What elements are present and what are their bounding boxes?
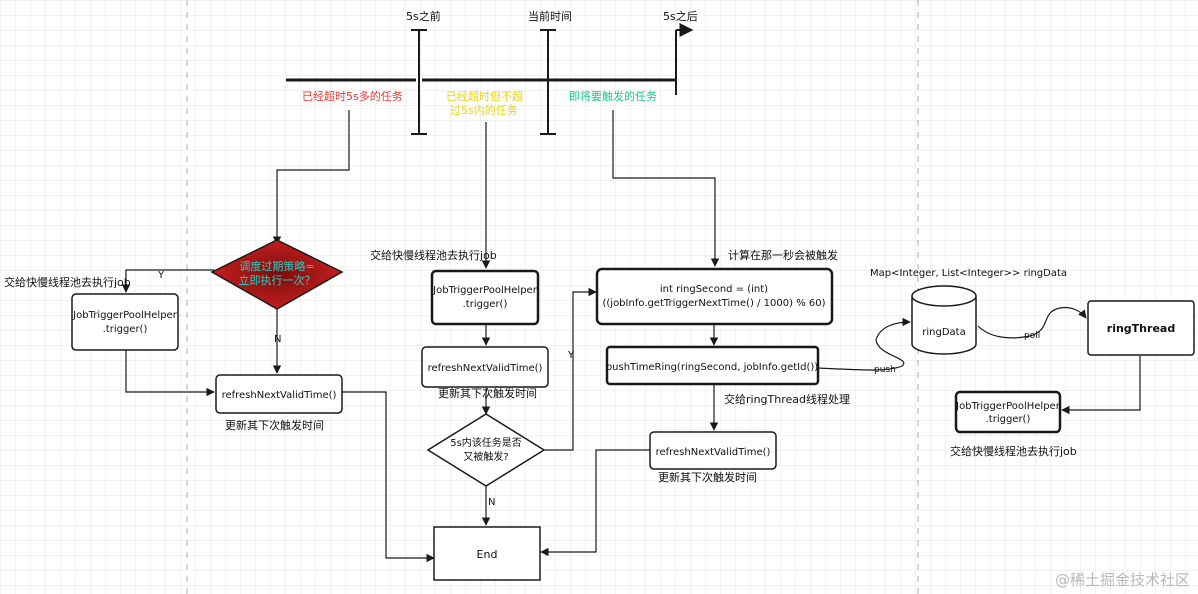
tick-label-now: 当前时间 — [528, 9, 572, 23]
decision-text: 5s内该任务是否 — [450, 436, 522, 449]
zone-recent-label: 已经超时但不超 — [446, 89, 523, 103]
decision-text: 立即执行一次？ — [239, 273, 316, 287]
tick-label-before: 5s之前 — [406, 9, 441, 23]
compute-text: int ringSecond = (int) — [660, 284, 768, 295]
trigger-box — [71, 293, 179, 351]
timeline — [286, 23, 694, 135]
refresh-note: 更新其下次触发时间 — [438, 386, 537, 400]
edge-label-push: push — [874, 365, 896, 375]
tick-label-after: 5s之后 — [663, 9, 698, 23]
decision-text: 调度过期策略= — [239, 259, 314, 273]
refresh-text: refreshNextValidTime() — [222, 390, 337, 401]
end-text: End — [477, 548, 498, 561]
decision-text: 又被触发? — [463, 450, 508, 463]
edge-label-yes: Y — [157, 270, 165, 281]
watermark: @稀土掘金技术社区 — [1055, 571, 1190, 589]
compute-note: 计算在那一秒会被触发 — [728, 248, 838, 262]
refresh-note: 更新其下次触发时间 — [225, 418, 324, 432]
trigger-text: .trigger() — [986, 414, 1031, 425]
zone-upcoming-label: 即将要触发的任务 — [569, 89, 657, 103]
compute-box — [595, 267, 834, 326]
ring-map-label: Map<Integer, List<Integer>> ringData — [870, 268, 1067, 279]
trigger-text: .trigger() — [103, 324, 148, 335]
refresh-text: refreshNextValidTime() — [656, 447, 771, 458]
refresh-text: refreshNextValidTime() — [428, 363, 543, 374]
trigger-box — [954, 390, 1062, 434]
compute-text: ((jobInfo.getTriggerNextTime() / 1000) %… — [602, 298, 825, 309]
trigger-text: JobTriggerPoolHelper — [72, 310, 178, 321]
ring-thread-text: ringThread — [1107, 322, 1175, 335]
push-ring-text: pushTimeRing(ringSecond, jobInfo.getId()… — [606, 362, 818, 373]
handoff-note: 交给ringThread线程处理 — [724, 392, 850, 406]
edge-label-no: N — [274, 334, 281, 345]
zone-recent-label: 过5s内的任务 — [450, 103, 518, 117]
ring-data-text: ringData — [922, 327, 965, 338]
end-node — [433, 526, 541, 581]
edge-label-no: N — [488, 497, 495, 508]
trigger-text: JobTriggerPoolHelper — [955, 401, 1061, 412]
trigger-text: JobTriggerPoolHelper — [432, 285, 538, 296]
edge-label-yes: Y — [567, 350, 575, 361]
edge-label-poll: poll — [1024, 331, 1040, 341]
connectors — [121, 110, 1141, 563]
ring-thread-box — [1087, 300, 1195, 356]
expire-strategy-decision — [210, 239, 344, 310]
handoff-note: 交给快慢线程池去执行job — [950, 444, 1077, 458]
zone-overdue-label: 已经超时5s多的任务 — [302, 89, 403, 103]
refresh-note: 更新其下次触发时间 — [658, 470, 757, 484]
ring-data-store — [911, 285, 977, 355]
trigger-box — [430, 269, 540, 326]
handoff-note: 交给快慢线程池去执行job — [370, 248, 497, 262]
retrigger-decision — [426, 413, 546, 487]
push-ring-box — [605, 345, 820, 386]
handoff-note: 交给快慢线程池去执行job — [4, 275, 131, 289]
refresh-box — [649, 431, 777, 470]
refresh-box — [215, 374, 343, 414]
refresh-box — [421, 346, 549, 388]
trigger-text: .trigger() — [463, 299, 508, 310]
